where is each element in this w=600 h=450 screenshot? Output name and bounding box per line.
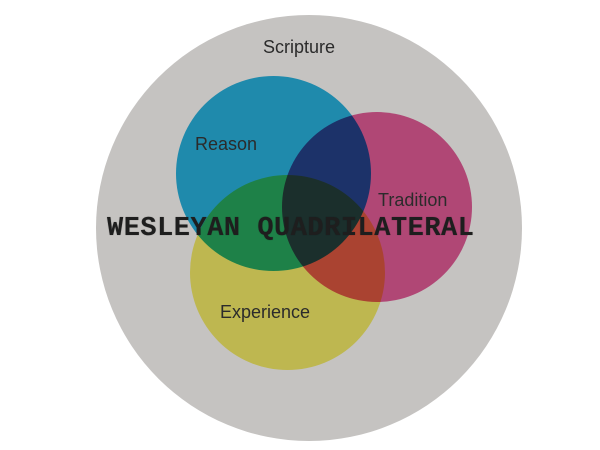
experience-label: Experience <box>220 302 311 322</box>
tradition-label: Tradition <box>378 190 448 210</box>
experience-circle <box>190 175 385 370</box>
reason-label: Reason <box>195 134 258 154</box>
diagram-title: WESLEYAN QUADRILATERAL <box>107 214 475 244</box>
scripture-label: Scripture <box>263 37 336 57</box>
